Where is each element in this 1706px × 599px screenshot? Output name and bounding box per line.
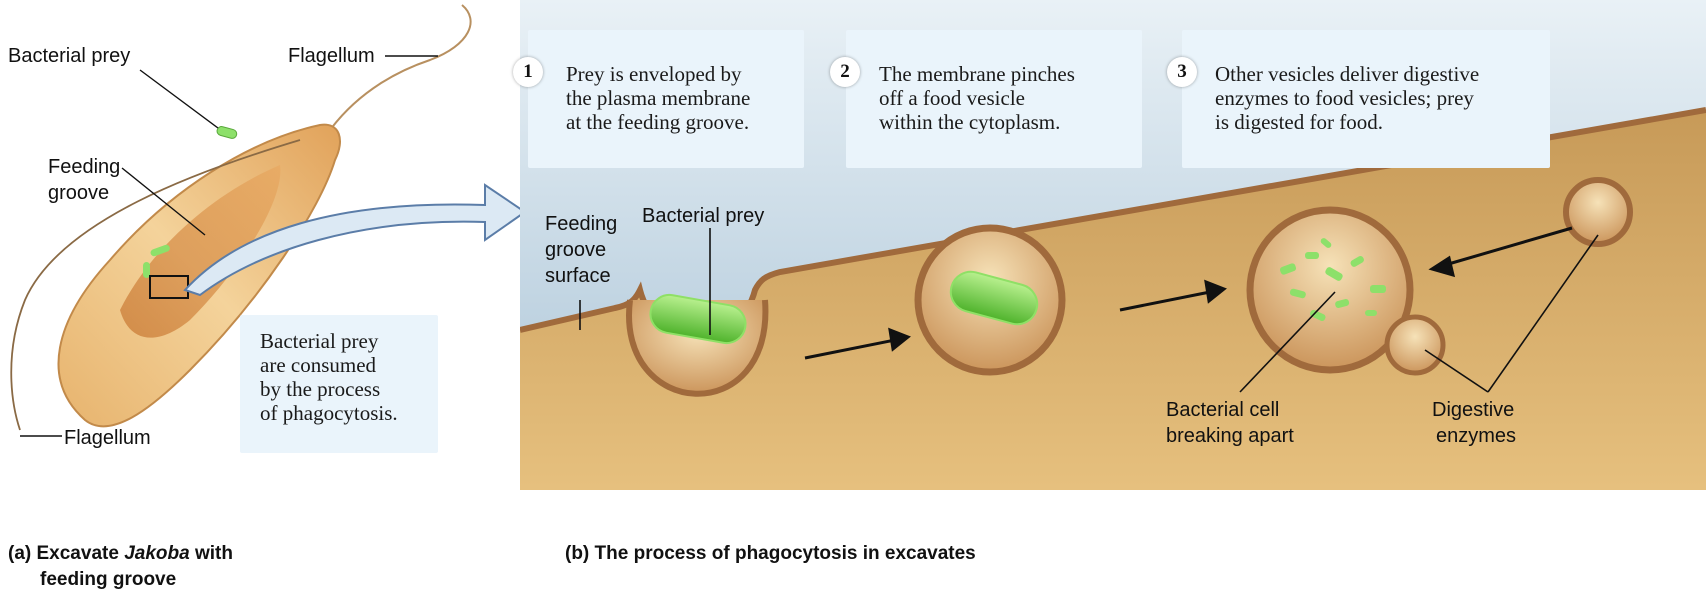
step-3-line3: is digested for food.	[1215, 110, 1383, 134]
step-1-number: 1	[513, 57, 543, 87]
step-3-line1: Other vesicles deliver digestive	[1215, 62, 1479, 86]
label-feeding-groove-line1: Feeding	[48, 155, 120, 179]
step-1-line2: the plasma membrane	[566, 86, 750, 110]
fusing-vesicle	[1387, 317, 1443, 373]
caption-a-line1: (a) Excavate Jakoba with	[8, 542, 233, 566]
zoom-arrow	[180, 160, 540, 300]
caption-b: (b) The process of phagocytosis in excav…	[565, 542, 976, 566]
label-flagellum-bottom: Flagellum	[64, 426, 151, 450]
label-feeding-groove-surface-3: surface	[545, 264, 611, 288]
caption-a-prefix: (a) Excavate	[8, 543, 124, 564]
prey-on-cell-2	[143, 262, 150, 278]
step-1-line3: at the feeding groove.	[566, 110, 749, 134]
step-3-number: 3	[1167, 57, 1197, 87]
label-bacterial-prey-a: Bacterial prey	[8, 44, 130, 68]
enzyme-vesicle	[1566, 180, 1630, 244]
step-2-line2: off a food vesicle	[879, 86, 1025, 110]
label-bacterial-prey-b: Bacterial prey	[642, 204, 764, 228]
free-bacterial-prey	[216, 126, 238, 140]
callout-phagocytosis: Bacterial prey are consumed by the proce…	[240, 315, 438, 453]
label-digestive-1: Digestive	[1432, 398, 1514, 422]
caption-a-suffix: with	[190, 543, 233, 564]
callout-line3: by the process	[260, 377, 380, 401]
label-feeding-groove-surface-2: groove	[545, 238, 606, 262]
step-2-number: 2	[830, 57, 860, 87]
callout-line4: of phagocytosis.	[260, 401, 398, 425]
step-1-line1: Prey is enveloped by	[566, 62, 742, 86]
caption-a-line2: feeding groove	[40, 568, 176, 592]
label-feeding-groove-surface-1: Feeding	[545, 212, 617, 236]
step-2-line3: within the cytoplasm.	[879, 110, 1060, 134]
label-bacterial-cell-1: Bacterial cell	[1166, 398, 1279, 422]
label-digestive-2: enzymes	[1436, 424, 1516, 448]
label-feeding-groove-line2: groove	[48, 181, 109, 205]
label-bacterial-cell-2: breaking apart	[1166, 424, 1294, 448]
callout-line2: are consumed	[260, 353, 376, 377]
caption-a-italic: Jakoba	[124, 543, 189, 564]
step-2-line1: The membrane pinches	[879, 62, 1075, 86]
callout-line1: Bacterial prey	[260, 329, 378, 353]
label-flagellum-top: Flagellum	[288, 44, 375, 68]
step-3-line2: enzymes to food vesicles; prey	[1215, 86, 1474, 110]
